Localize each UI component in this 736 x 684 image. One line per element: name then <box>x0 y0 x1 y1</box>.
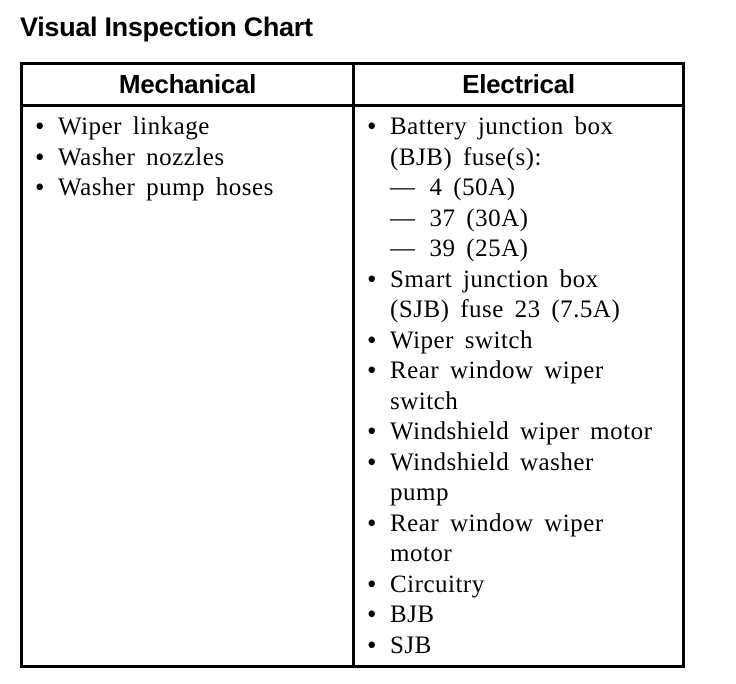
bullet-icon: • <box>35 172 45 202</box>
item-text-line: BJB <box>390 601 435 628</box>
list-item: — 4 (50A) <box>355 173 682 204</box>
bullet-icon: • <box>367 416 377 446</box>
column-header-mechanical: Mechanical <box>118 69 257 99</box>
list-item: • Rear window wiper motor <box>355 507 682 570</box>
item-text-line: 4 (50A) <box>429 174 516 201</box>
list-item: • BJB <box>355 599 682 631</box>
bullet-icon: • <box>367 599 377 629</box>
bullet-icon: • <box>367 629 377 660</box>
list-item: • Battery junction box (BJB) fuse(s): <box>355 111 682 173</box>
item-text-line: Rear window wiper <box>390 509 604 537</box>
bullet-icon: • <box>367 568 377 599</box>
list-item: — 37 (30A) <box>355 204 682 235</box>
table-header-row: Mechanical Electrical <box>23 65 682 107</box>
bullet-icon: • <box>367 263 377 294</box>
page-title: Visual Inspection Chart <box>20 12 313 42</box>
item-text-line: Wiper switch <box>390 326 533 354</box>
item-text-line: switch <box>390 387 459 415</box>
list-item: • Washer nozzles <box>23 141 352 174</box>
item-text-line: Circuitry <box>390 570 485 598</box>
visual-inspection-table: Mechanical Electrical • Wiper linkage • Was… <box>20 62 685 668</box>
list-item: • SJB <box>355 629 682 662</box>
item-text-line: 37 (30A) <box>429 204 529 232</box>
item-text-line: Smart junction box <box>390 265 599 293</box>
bullet-icon: • <box>367 446 377 477</box>
item-text-line: Battery junction box <box>390 113 614 140</box>
item-text-line: Washer nozzles <box>58 143 225 171</box>
dash-icon: — <box>390 204 416 232</box>
item-text-line: 39 (25A) <box>429 235 529 262</box>
item-text-line: Wiper linkage <box>58 113 210 140</box>
column-header-electrical: Electrical <box>352 65 682 104</box>
electrical-cell: • Battery junction box (BJB) fuse(s): — 4 (5… <box>352 107 682 665</box>
mechanical-cell: • Wiper linkage • Washer nozzles • Washer pum… <box>23 107 352 665</box>
list-item: • Wiper switch <box>355 324 682 357</box>
item-text-line: Rear window wiper <box>390 357 604 384</box>
list-item: • Smart junction box (SJB) fuse 23 (7.5A) <box>355 263 682 326</box>
dash-icon: — <box>390 235 416 262</box>
bullet-icon: • <box>367 507 377 538</box>
item-text-line: Windshield washer <box>390 448 594 476</box>
item-text-line: (SJB) fuse 23 (7.5A) <box>390 296 621 323</box>
bullet-icon: • <box>35 141 45 172</box>
list-item: • Windshield wiper motor <box>355 416 682 448</box>
item-text-line: Washer pump hoses <box>58 174 274 201</box>
dash-icon: — <box>390 174 416 201</box>
item-text-line: (BJB) fuse(s): <box>390 143 542 171</box>
list-item: • Rear window wiper switch <box>355 355 682 417</box>
bullet-icon: • <box>367 355 377 385</box>
list-item: • Circuitry <box>355 568 682 601</box>
table-body-row: • Wiper linkage • Washer nozzles • Washer pum… <box>23 107 682 665</box>
bullet-icon: • <box>367 324 377 355</box>
bullet-icon: • <box>367 111 377 141</box>
list-item: • Windshield washer pump <box>355 446 682 509</box>
item-text-line: SJB <box>390 631 432 659</box>
list-item: — 39 (25A) <box>355 234 682 265</box>
item-text-line: Windshield wiper motor <box>390 418 653 445</box>
item-text-line: motor <box>390 540 453 567</box>
list-item: • Wiper linkage <box>23 111 352 143</box>
item-text-line: pump <box>390 479 449 506</box>
list-item: • Washer pump hoses <box>23 172 352 204</box>
bullet-icon: • <box>35 111 45 141</box>
